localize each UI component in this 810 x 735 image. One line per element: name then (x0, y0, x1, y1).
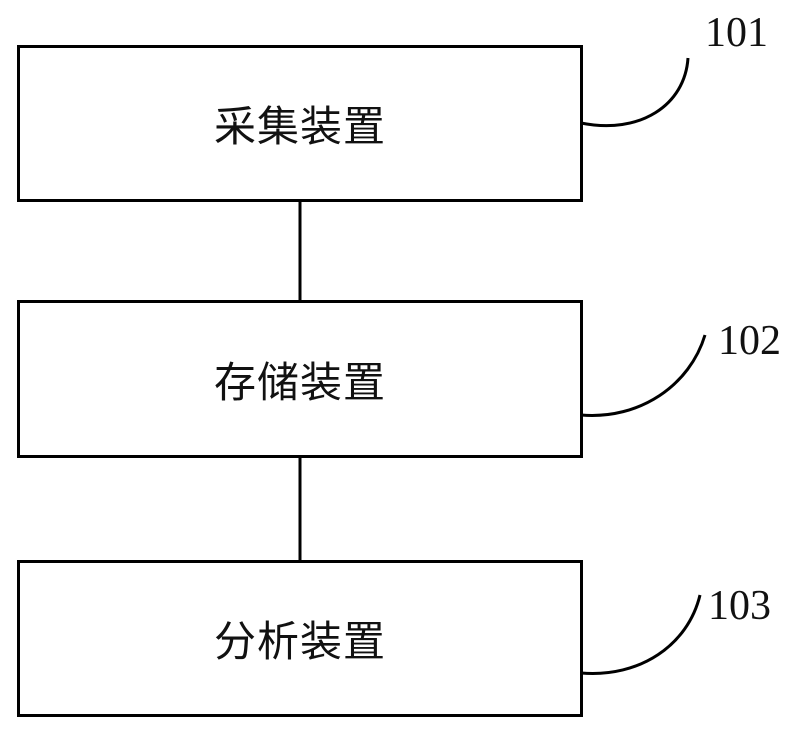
leader-line-101 (580, 57, 690, 128)
analysis-device-label: 分析装置 (213, 617, 386, 666)
ref-number-102: 102 (718, 318, 781, 364)
collection-device-box: 采集装置 (17, 45, 583, 202)
analysis-device-box: 分析装置 (17, 560, 583, 717)
storage-device-box: 存储装置 (17, 300, 583, 458)
ref-number-101: 101 (705, 10, 768, 56)
leader-line-103 (580, 594, 702, 675)
leader-line-102 (580, 334, 707, 417)
storage-device-label: 存储装置 (213, 357, 386, 407)
collection-device-label: 采集装置 (213, 102, 386, 151)
ref-number-103: 103 (708, 583, 771, 629)
